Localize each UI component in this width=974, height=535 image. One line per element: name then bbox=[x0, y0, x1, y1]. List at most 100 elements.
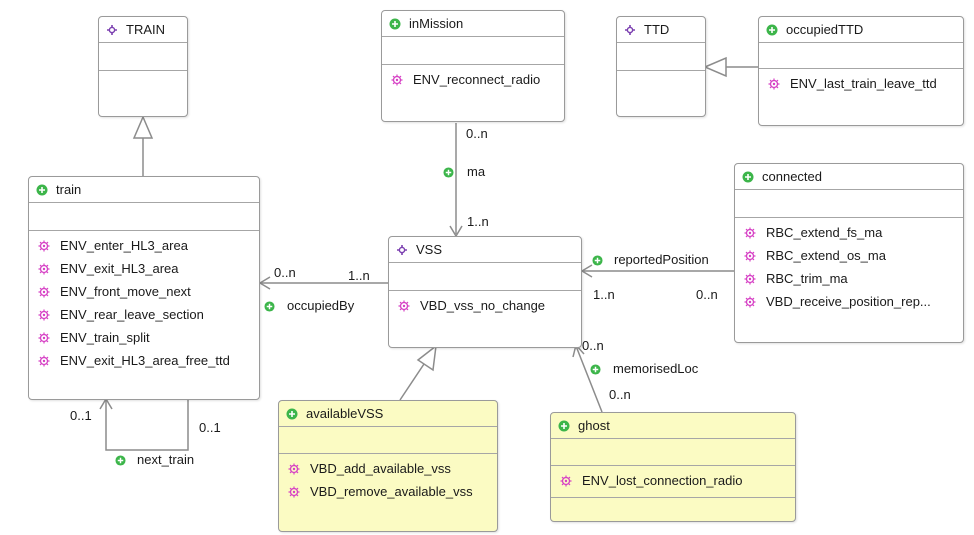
attributes-compartment bbox=[382, 36, 564, 64]
ma-target-multiplicity: 1..n bbox=[467, 214, 489, 229]
event-icon bbox=[38, 332, 50, 344]
event-icon bbox=[768, 78, 780, 90]
generalization-availableVSS-VSS bbox=[399, 363, 425, 401]
attributes-compartment bbox=[389, 262, 581, 290]
event-item[interactable]: ENV_exit_HL3_area_free_ttd bbox=[29, 349, 259, 372]
next_train-label[interactable]: next_train bbox=[137, 452, 195, 467]
events-compartment: VBD_add_available_vss VBD_remove_availab… bbox=[279, 453, 497, 513]
ma-source-multiplicity: 0..n bbox=[466, 126, 488, 141]
event-item[interactable]: VBD_receive_position_rep... bbox=[735, 290, 963, 313]
event-item[interactable]: VBD_remove_available_vss bbox=[279, 480, 497, 503]
event-icon bbox=[744, 273, 756, 285]
ma-label[interactable]: ma bbox=[467, 164, 486, 179]
association-icon bbox=[264, 301, 275, 312]
event-icon bbox=[38, 309, 50, 321]
event-item[interactable]: ENV_exit_HL3_area bbox=[29, 257, 259, 280]
class-connected[interactable]: connected RBC_extend_fs_ma RBC_extend_os… bbox=[734, 163, 964, 343]
attributes-compartment bbox=[99, 42, 187, 70]
event-name: ENV_rear_leave_section bbox=[60, 307, 204, 322]
reportedPosition-target-multiplicity: 1..n bbox=[593, 287, 615, 302]
events-compartment bbox=[99, 70, 187, 101]
class-header: connected bbox=[735, 164, 963, 189]
event-item[interactable]: ENV_last_train_leave_ttd bbox=[759, 72, 963, 95]
class-name: TRAIN bbox=[126, 22, 165, 37]
event-icon bbox=[38, 263, 50, 275]
class-ghost[interactable]: ghost ENV_lost_connection_radio bbox=[550, 412, 796, 522]
event-item[interactable]: ENV_front_move_next bbox=[29, 280, 259, 303]
event-name: ENV_train_split bbox=[60, 330, 150, 345]
attributes-compartment bbox=[617, 42, 705, 70]
event-name: VBD_add_available_vss bbox=[310, 461, 451, 476]
abstract-set-icon bbox=[106, 24, 118, 36]
class-availableVSS[interactable]: availableVSS VBD_add_available_vss VBD_r… bbox=[278, 400, 498, 532]
event-name: ENV_exit_HL3_area_free_ttd bbox=[60, 353, 230, 368]
class-TRAIN[interactable]: TRAIN bbox=[98, 16, 188, 117]
event-item[interactable]: ENV_lost_connection_radio bbox=[551, 469, 795, 492]
attributes-compartment bbox=[759, 42, 963, 68]
event-icon bbox=[38, 286, 50, 298]
class-name: VSS bbox=[416, 242, 443, 257]
class-header: ghost bbox=[551, 413, 795, 438]
event-item[interactable]: ENV_rear_leave_section bbox=[29, 303, 259, 326]
class-header: TRAIN bbox=[99, 17, 187, 42]
occupiedBy-label[interactable]: occupiedBy bbox=[287, 298, 355, 313]
association-icon bbox=[590, 364, 601, 375]
occupiedBy-target-multiplicity: 0..n bbox=[274, 265, 296, 280]
events-compartment: ENV_lost_connection_radio bbox=[551, 465, 795, 497]
event-item[interactable]: ENV_reconnect_radio bbox=[382, 68, 564, 91]
event-icon bbox=[288, 486, 300, 498]
event-name: ENV_enter_HL3_area bbox=[60, 238, 188, 253]
memorisedLoc-label[interactable]: memorisedLoc bbox=[613, 361, 699, 376]
memorisedLoc-source-multiplicity: 0..n bbox=[609, 387, 631, 402]
event-name: RBC_extend_os_ma bbox=[766, 248, 886, 263]
class-header: train bbox=[29, 177, 259, 202]
event-name: ENV_exit_HL3_area bbox=[60, 261, 179, 276]
event-icon bbox=[744, 250, 756, 262]
association-arrowhead bbox=[580, 264, 593, 278]
variable-icon bbox=[389, 18, 401, 30]
event-name: VBD_vss_no_change bbox=[420, 298, 546, 313]
class-name: connected bbox=[762, 169, 822, 184]
association-icon bbox=[115, 455, 126, 466]
event-item[interactable]: VBD_vss_no_change bbox=[389, 294, 581, 317]
variable-icon bbox=[766, 24, 778, 36]
next_train-target-multiplicity: 0..1 bbox=[70, 408, 92, 423]
event-icon bbox=[391, 74, 403, 86]
class-name: inMission bbox=[409, 16, 464, 31]
class-train[interactable]: train ENV_enter_HL3_area ENV_exit_HL3_ar… bbox=[28, 176, 260, 400]
class-inMission[interactable]: inMission ENV_reconnect_radio bbox=[381, 10, 565, 122]
event-name: ENV_lost_connection_radio bbox=[582, 473, 743, 488]
variable-icon bbox=[558, 420, 570, 432]
class-name: train bbox=[56, 182, 82, 197]
generalization-arrowhead bbox=[703, 56, 727, 78]
event-name: ENV_last_train_leave_ttd bbox=[790, 76, 937, 91]
reportedPosition-label[interactable]: reportedPosition bbox=[614, 252, 709, 267]
association-icon bbox=[592, 255, 603, 266]
class-TTD[interactable]: TTD bbox=[616, 16, 706, 117]
event-item[interactable]: RBC_extend_fs_ma bbox=[735, 221, 963, 244]
class-name: TTD bbox=[644, 22, 670, 37]
event-icon bbox=[560, 475, 572, 487]
class-name: ghost bbox=[578, 418, 610, 433]
event-item[interactable]: RBC_trim_ma bbox=[735, 267, 963, 290]
event-item[interactable]: VBD_add_available_vss bbox=[279, 457, 497, 480]
event-icon bbox=[38, 240, 50, 252]
events-compartment bbox=[617, 70, 705, 101]
occupiedBy-source-multiplicity: 1..n bbox=[348, 268, 370, 283]
class-VSS[interactable]: VSS VBD_vss_no_change bbox=[388, 236, 582, 348]
variable-icon bbox=[742, 171, 754, 183]
event-icon bbox=[398, 300, 410, 312]
abstract-set-icon bbox=[624, 24, 636, 36]
event-item[interactable]: ENV_enter_HL3_area bbox=[29, 234, 259, 257]
event-item[interactable]: RBC_extend_os_ma bbox=[735, 244, 963, 267]
bottom-compartment bbox=[551, 497, 795, 518]
memorisedLoc-target-multiplicity: 0..n bbox=[582, 338, 604, 353]
event-name: RBC_trim_ma bbox=[766, 271, 848, 286]
event-name: RBC_extend_fs_ma bbox=[766, 225, 883, 240]
class-occupiedTTD[interactable]: occupiedTTD ENV_last_train_leave_ttd bbox=[758, 16, 964, 126]
event-item[interactable]: ENV_train_split bbox=[29, 326, 259, 349]
event-icon bbox=[38, 355, 50, 367]
variable-icon bbox=[36, 184, 48, 196]
event-icon bbox=[744, 227, 756, 239]
